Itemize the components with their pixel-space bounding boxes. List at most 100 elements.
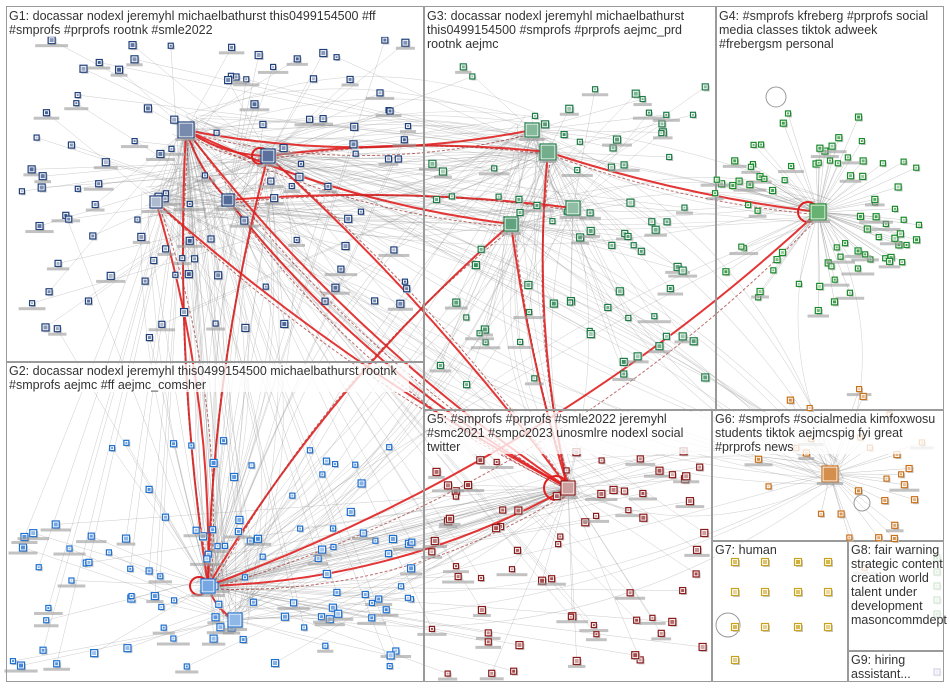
node-g4[interactable] xyxy=(854,247,863,256)
node-g5[interactable] xyxy=(463,480,474,491)
node-g5[interactable] xyxy=(633,616,642,625)
node-g2[interactable] xyxy=(150,591,160,602)
node-g6[interactable] xyxy=(786,396,795,405)
node-g5[interactable] xyxy=(698,642,708,652)
node-g3[interactable] xyxy=(463,314,471,322)
node-g1[interactable] xyxy=(321,297,330,306)
node-g2[interactable] xyxy=(241,574,249,582)
node-g5[interactable] xyxy=(488,669,497,678)
hub-node-g2b[interactable] xyxy=(227,612,244,629)
node-g4[interactable] xyxy=(871,195,880,204)
node-g3[interactable] xyxy=(689,111,697,119)
node-g3[interactable] xyxy=(495,193,503,201)
node-g6[interactable] xyxy=(846,534,854,542)
node-g3[interactable] xyxy=(533,201,542,210)
node-g7[interactable] xyxy=(760,622,771,633)
node-g1[interactable] xyxy=(228,43,237,52)
node-g1[interactable] xyxy=(346,75,355,84)
node-g6[interactable] xyxy=(910,496,920,505)
node-g2[interactable] xyxy=(322,569,332,579)
node-g4[interactable] xyxy=(913,164,921,172)
node-g5[interactable] xyxy=(700,528,710,538)
node-g5[interactable] xyxy=(639,513,649,523)
node-g1[interactable] xyxy=(404,122,412,131)
node-g1[interactable] xyxy=(172,271,180,279)
node-g1[interactable] xyxy=(137,232,147,242)
node-g5[interactable] xyxy=(696,463,705,472)
node-g3[interactable] xyxy=(625,314,633,322)
node-g1[interactable] xyxy=(38,172,48,182)
node-g6[interactable] xyxy=(856,385,864,394)
node-g3[interactable] xyxy=(462,381,472,390)
node-g1[interactable] xyxy=(349,140,359,150)
node-g4[interactable] xyxy=(856,212,865,221)
node-g2[interactable] xyxy=(145,567,154,576)
node-g6[interactable] xyxy=(854,487,863,496)
node-g2[interactable] xyxy=(392,647,401,656)
node-g3[interactable] xyxy=(645,109,653,117)
node-g3[interactable] xyxy=(608,241,617,250)
node-g2[interactable] xyxy=(322,642,330,650)
node-g4[interactable] xyxy=(828,142,837,151)
node-g2[interactable] xyxy=(404,594,412,602)
node-g1[interactable] xyxy=(319,115,328,124)
node-g4[interactable] xyxy=(826,157,834,165)
node-g3[interactable] xyxy=(655,342,665,352)
node-g1[interactable] xyxy=(259,120,268,129)
node-g2[interactable] xyxy=(170,635,178,643)
node-g1[interactable] xyxy=(162,245,171,254)
node-g4[interactable] xyxy=(844,154,852,162)
hub-node-g6[interactable] xyxy=(821,465,840,484)
node-g3[interactable] xyxy=(624,232,633,242)
node-g1[interactable] xyxy=(400,136,409,145)
node-g2[interactable] xyxy=(18,543,28,553)
node-g1[interactable] xyxy=(45,288,54,297)
node-g1[interactable] xyxy=(79,64,89,74)
node-g2[interactable] xyxy=(66,545,74,553)
node-g3[interactable] xyxy=(549,299,559,309)
node-g2[interactable] xyxy=(359,529,368,538)
node-g4[interactable] xyxy=(854,265,862,273)
node-g6[interactable] xyxy=(891,521,900,530)
node-g3[interactable] xyxy=(658,120,667,129)
node-g1[interactable] xyxy=(214,271,224,281)
node-g3[interactable] xyxy=(651,225,661,235)
node-g2[interactable] xyxy=(375,595,384,604)
node-g7[interactable] xyxy=(730,655,741,666)
node-g1[interactable] xyxy=(95,180,104,189)
node-g1[interactable] xyxy=(344,214,354,224)
node-g2[interactable] xyxy=(297,525,305,533)
node-g2[interactable] xyxy=(158,603,166,611)
node-g1[interactable] xyxy=(224,75,234,86)
node-g2[interactable] xyxy=(357,479,367,489)
node-g5[interactable] xyxy=(655,466,665,476)
node-g5[interactable] xyxy=(508,566,516,574)
node-g2[interactable] xyxy=(408,538,417,547)
node-g4[interactable] xyxy=(915,221,923,229)
node-g2[interactable] xyxy=(280,612,290,622)
node-g2[interactable] xyxy=(328,603,338,613)
node-g6[interactable] xyxy=(754,455,764,464)
node-g5[interactable] xyxy=(563,467,571,475)
node-g3[interactable] xyxy=(666,153,674,161)
node-g5[interactable] xyxy=(452,563,460,571)
node-g3[interactable] xyxy=(678,266,688,276)
node-g2[interactable] xyxy=(209,526,218,535)
node-g2[interactable] xyxy=(121,534,132,544)
node-g4[interactable] xyxy=(854,113,864,122)
node-g3[interactable] xyxy=(452,298,462,308)
node-g3[interactable] xyxy=(586,209,595,218)
node-g4[interactable] xyxy=(912,236,922,245)
node-g1[interactable] xyxy=(65,215,74,224)
node-g5[interactable] xyxy=(649,614,657,622)
node-g5[interactable] xyxy=(557,533,565,541)
node-g2[interactable] xyxy=(248,462,256,470)
node-g2[interactable] xyxy=(85,558,94,567)
node-g1[interactable] xyxy=(376,89,385,98)
node-g1[interactable] xyxy=(384,155,393,164)
node-g2[interactable] xyxy=(329,525,337,533)
node-g2[interactable] xyxy=(317,613,326,622)
node-g5[interactable] xyxy=(510,667,519,676)
node-g2[interactable] xyxy=(270,658,281,669)
node-g1[interactable] xyxy=(37,183,47,193)
